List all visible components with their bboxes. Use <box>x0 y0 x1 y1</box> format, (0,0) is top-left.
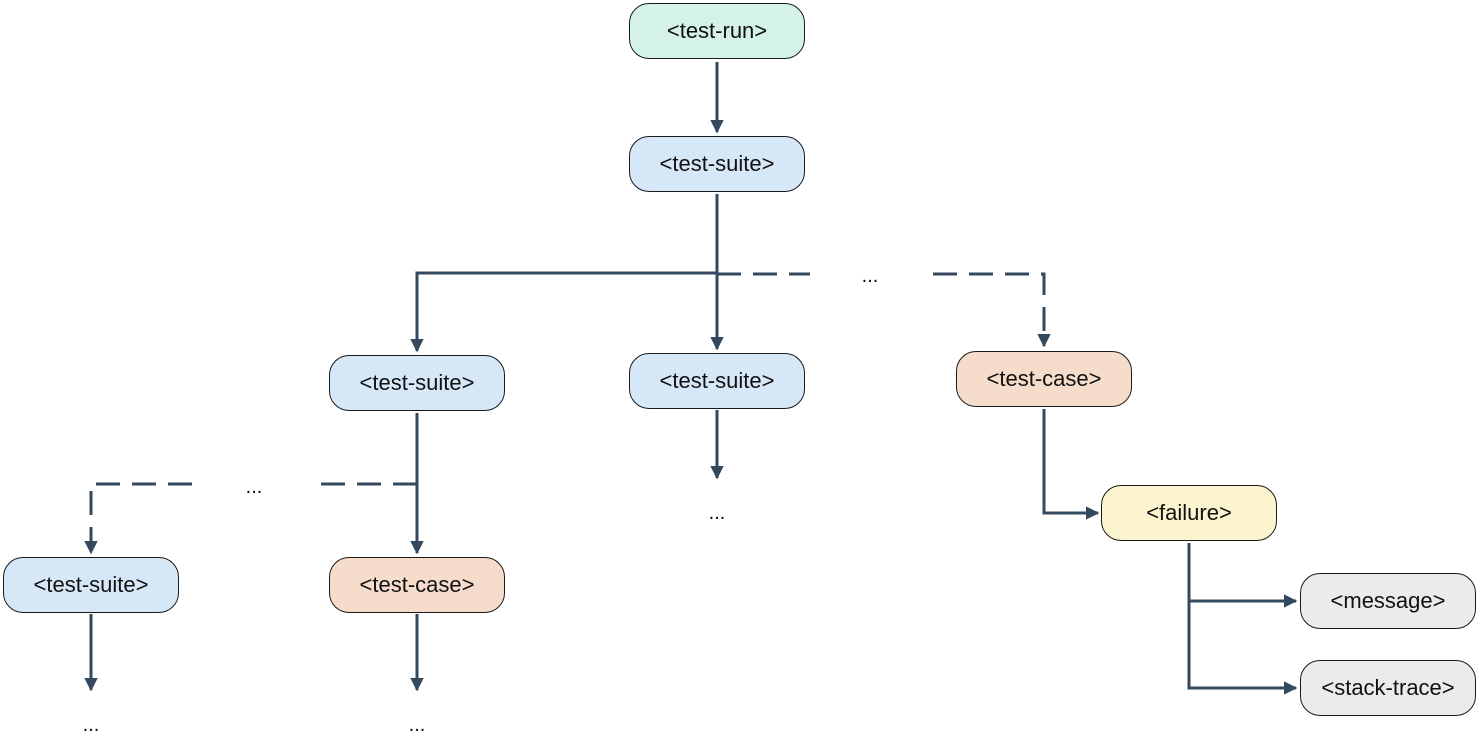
edge-failure-to-stack-trace <box>1187 543 1298 695</box>
ellipsis-middle-suite-children: ... <box>708 502 726 524</box>
edge-dashed-right-b <box>933 272 1051 348</box>
node-test-case-right: <test-case> <box>956 351 1132 407</box>
node-test-suite-root: <test-suite> <box>629 136 805 192</box>
node-message: <message> <box>1300 573 1476 629</box>
node-test-case-bottom: <test-case> <box>329 557 505 613</box>
ellipsis-top-branch: ... <box>861 265 879 287</box>
node-test-suite-bottom: <test-suite> <box>3 557 179 613</box>
ellipsis-left-branch: ... <box>245 476 263 498</box>
node-label: <test-case> <box>986 366 1102 391</box>
node-label: <test-run> <box>666 18 768 43</box>
node-label: <stack-trace> <box>1321 675 1455 700</box>
node-failure: <failure> <box>1101 485 1277 541</box>
node-test-suite-middle: <test-suite> <box>629 353 805 409</box>
ellipsis-bottom-suite-children: ... <box>82 714 100 736</box>
ellipsis-bottom-case-children: ... <box>408 714 426 736</box>
node-test-run: <test-run> <box>629 3 805 59</box>
edge-test-case-to-failure <box>1042 409 1100 520</box>
node-label: <test-suite> <box>359 370 475 395</box>
edge-root-suite-to-left-suite <box>410 271 717 353</box>
node-stack-trace: <stack-trace> <box>1300 660 1476 716</box>
node-label: <test-suite> <box>659 368 775 393</box>
node-label: <test-suite> <box>659 151 775 176</box>
node-label: <test-suite> <box>33 572 149 597</box>
node-test-suite-left: <test-suite> <box>329 355 505 411</box>
node-label: <test-case> <box>359 572 475 597</box>
node-label: <message> <box>1330 588 1446 613</box>
node-label: <failure> <box>1146 500 1232 525</box>
edge-dashed-left-b <box>84 482 192 555</box>
